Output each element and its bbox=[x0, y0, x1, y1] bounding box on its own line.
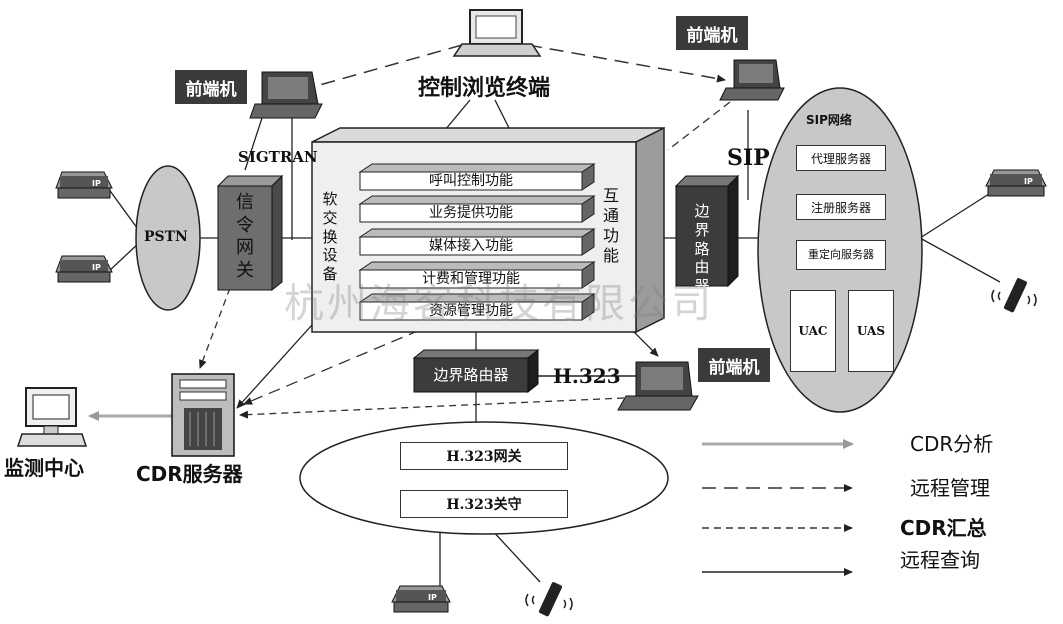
link-h323-mobile bbox=[489, 527, 541, 583]
uac-box: UAC bbox=[790, 290, 836, 372]
border-router-right-box bbox=[674, 174, 740, 288]
legend-label-remote-manage: 远程管理 bbox=[910, 476, 990, 500]
link-sip-phone bbox=[919, 191, 993, 239]
ip-badge-3: IP bbox=[1024, 177, 1033, 186]
link-left-frontend-gw bbox=[244, 117, 263, 171]
cdr-server-tower-icon bbox=[171, 373, 235, 457]
redirect-server-box: 重定向服务器 bbox=[796, 240, 886, 270]
ip-desk-phone-icon-3 bbox=[985, 169, 1047, 197]
link-terminal-softswitch-2 bbox=[494, 99, 511, 131]
uas-box: UAS bbox=[848, 290, 894, 372]
signal-gateway-label: 信令网关 bbox=[236, 192, 254, 281]
sigtran-label: SIGTRAN bbox=[238, 148, 318, 166]
frontend-left-label: 前端机 bbox=[175, 70, 247, 104]
registrar-server-box: 注册服务器 bbox=[796, 194, 886, 220]
h323-gatekeeper-box: H.323关守 bbox=[400, 490, 568, 518]
h323-protocol-label: H.323 bbox=[553, 364, 621, 388]
cdr-server-label: CDR服务器 bbox=[136, 462, 243, 486]
link-terminal-right-frontend bbox=[527, 44, 726, 83]
function-service-provision: 业务提供功能 bbox=[429, 205, 513, 221]
left-frontend-computer-icon bbox=[249, 71, 323, 119]
border-router-bottom-box bbox=[412, 348, 540, 394]
frontend-bottom-label: 前端机 bbox=[698, 348, 770, 382]
softswitch-function-slabs bbox=[358, 163, 596, 321]
ip-desk-phone-icon-2 bbox=[55, 255, 113, 283]
link-phone-pstn-2 bbox=[107, 241, 141, 273]
link-terminal-left-frontend bbox=[301, 44, 463, 92]
ip-badge: IP bbox=[92, 179, 101, 188]
proxy-server-box: 代理服务器 bbox=[796, 145, 886, 171]
mobile-phone-icon-2 bbox=[525, 582, 573, 617]
bottom-frontend-computer-icon bbox=[617, 361, 699, 411]
legend-label-cdr-analysis: CDR分析 bbox=[910, 432, 994, 456]
function-media-access: 媒体接入功能 bbox=[429, 238, 513, 254]
ip-badge-4: IP bbox=[428, 593, 437, 602]
monitor-center-label: 监测中心 bbox=[4, 456, 84, 480]
signal-gateway-box bbox=[216, 174, 284, 292]
softswitch-label: 软交换设备 bbox=[322, 190, 338, 283]
function-billing-management: 计费和管理功能 bbox=[422, 271, 520, 287]
pstn-ellipse bbox=[135, 165, 201, 311]
watermark: 杭州海客科技有限公司 bbox=[284, 281, 714, 327]
link-softswitch-cdr-dashed bbox=[243, 329, 421, 405]
terminal-title: 控制浏览终端 bbox=[418, 76, 551, 101]
mobile-phone-icon bbox=[991, 278, 1037, 313]
sip-network-title: SIP网络 bbox=[806, 113, 852, 127]
sip-protocol-label: SIP bbox=[727, 145, 770, 171]
border-router-bottom-label: 边界路由器 bbox=[433, 366, 509, 384]
link-gateway-cdr bbox=[199, 287, 231, 369]
h323-network-ellipse bbox=[299, 421, 669, 535]
link-softswitch-bottom-frontend bbox=[631, 329, 659, 357]
link-bottom-frontend-cdr bbox=[239, 397, 625, 419]
link-terminal-softswitch bbox=[444, 99, 471, 131]
legend-label-remote-query: 远程查询 bbox=[900, 548, 980, 572]
legend-label-cdr-summary: CDR汇总 bbox=[900, 516, 987, 540]
border-router-right-label: 边界路由器 bbox=[694, 202, 710, 295]
legend-lines bbox=[702, 439, 854, 576]
h323-gateway-box: H.323网关 bbox=[400, 442, 568, 470]
ip-desk-phone-icon-4 bbox=[391, 585, 451, 613]
link-sip-mobile bbox=[919, 237, 1001, 283]
interop-label: 互通功能 bbox=[602, 186, 619, 265]
function-call-control: 呼叫控制功能 bbox=[429, 173, 513, 189]
link-right-frontend-softswitch bbox=[667, 101, 731, 151]
monitor-computer-icon bbox=[16, 387, 88, 447]
link-phone-pstn-1 bbox=[107, 187, 141, 233]
terminal-laptop-icon bbox=[452, 9, 542, 57]
function-resource-management: 资源管理功能 bbox=[429, 303, 513, 319]
right-frontend-computer-icon bbox=[719, 59, 785, 101]
frontend-right-label: 前端机 bbox=[676, 16, 748, 50]
pstn-label: PSTN bbox=[144, 229, 188, 245]
ip-desk-phone-icon bbox=[55, 171, 113, 199]
ip-badge-2: IP bbox=[92, 263, 101, 272]
